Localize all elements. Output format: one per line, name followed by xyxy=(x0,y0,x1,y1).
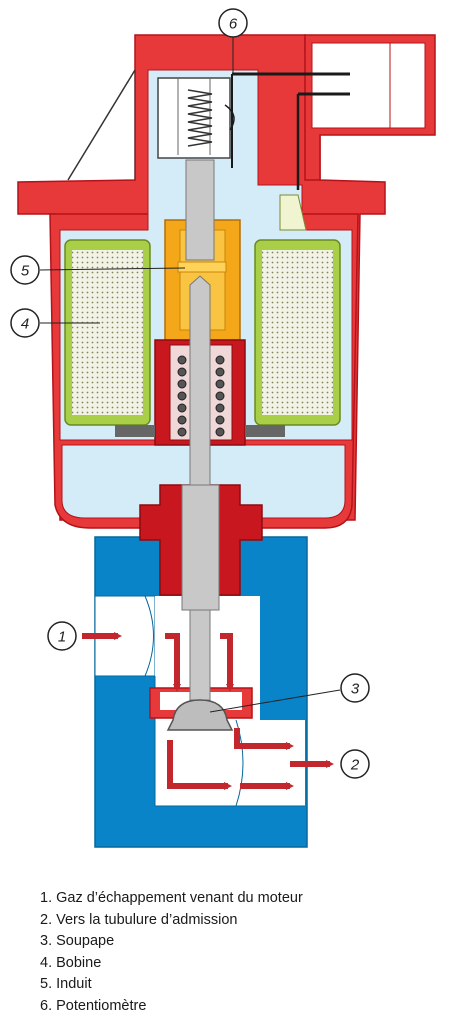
leader-5 xyxy=(39,267,186,271)
legend-item-1: 1. Gaz d’échappement venant du moteur xyxy=(40,890,303,906)
svg-text:2: 2 xyxy=(350,757,360,774)
svg-text:1: 1 xyxy=(58,629,66,646)
legend: 1. Gaz d’échappement venant du moteur 2.… xyxy=(40,888,303,1018)
coil xyxy=(64,239,341,426)
flow-arrows xyxy=(82,632,334,790)
egr-valve-diagram: 6 5 4 1 3 2 xyxy=(10,8,436,848)
callout-3: 3 xyxy=(340,673,370,703)
svg-text:6: 6 xyxy=(229,16,238,33)
callout-6: 6 xyxy=(218,8,248,38)
leader-3 xyxy=(209,689,341,713)
svg-text:4: 4 xyxy=(21,316,29,333)
legend-item-5: 5. Induit xyxy=(40,976,92,993)
potentiometer xyxy=(157,72,350,190)
callout-2: 2 xyxy=(340,749,370,779)
legend-item-4: 4. Bobine xyxy=(40,954,102,971)
terminal xyxy=(279,194,307,231)
valve-stem xyxy=(181,159,220,701)
connector xyxy=(304,34,436,181)
legend-item-6: 6. Potentiomètre xyxy=(40,997,147,1014)
valve-head xyxy=(166,699,234,731)
legend-item-2: 2. Vers la tubulure d’admission xyxy=(40,911,238,928)
legend-item-3: 3. Soupape xyxy=(40,933,115,950)
callout-4: 4 xyxy=(10,308,40,338)
svg-text:5: 5 xyxy=(21,263,30,280)
svg-text:3: 3 xyxy=(351,681,360,698)
callout-5: 5 xyxy=(10,255,40,285)
callout-1: 1 xyxy=(47,621,77,651)
